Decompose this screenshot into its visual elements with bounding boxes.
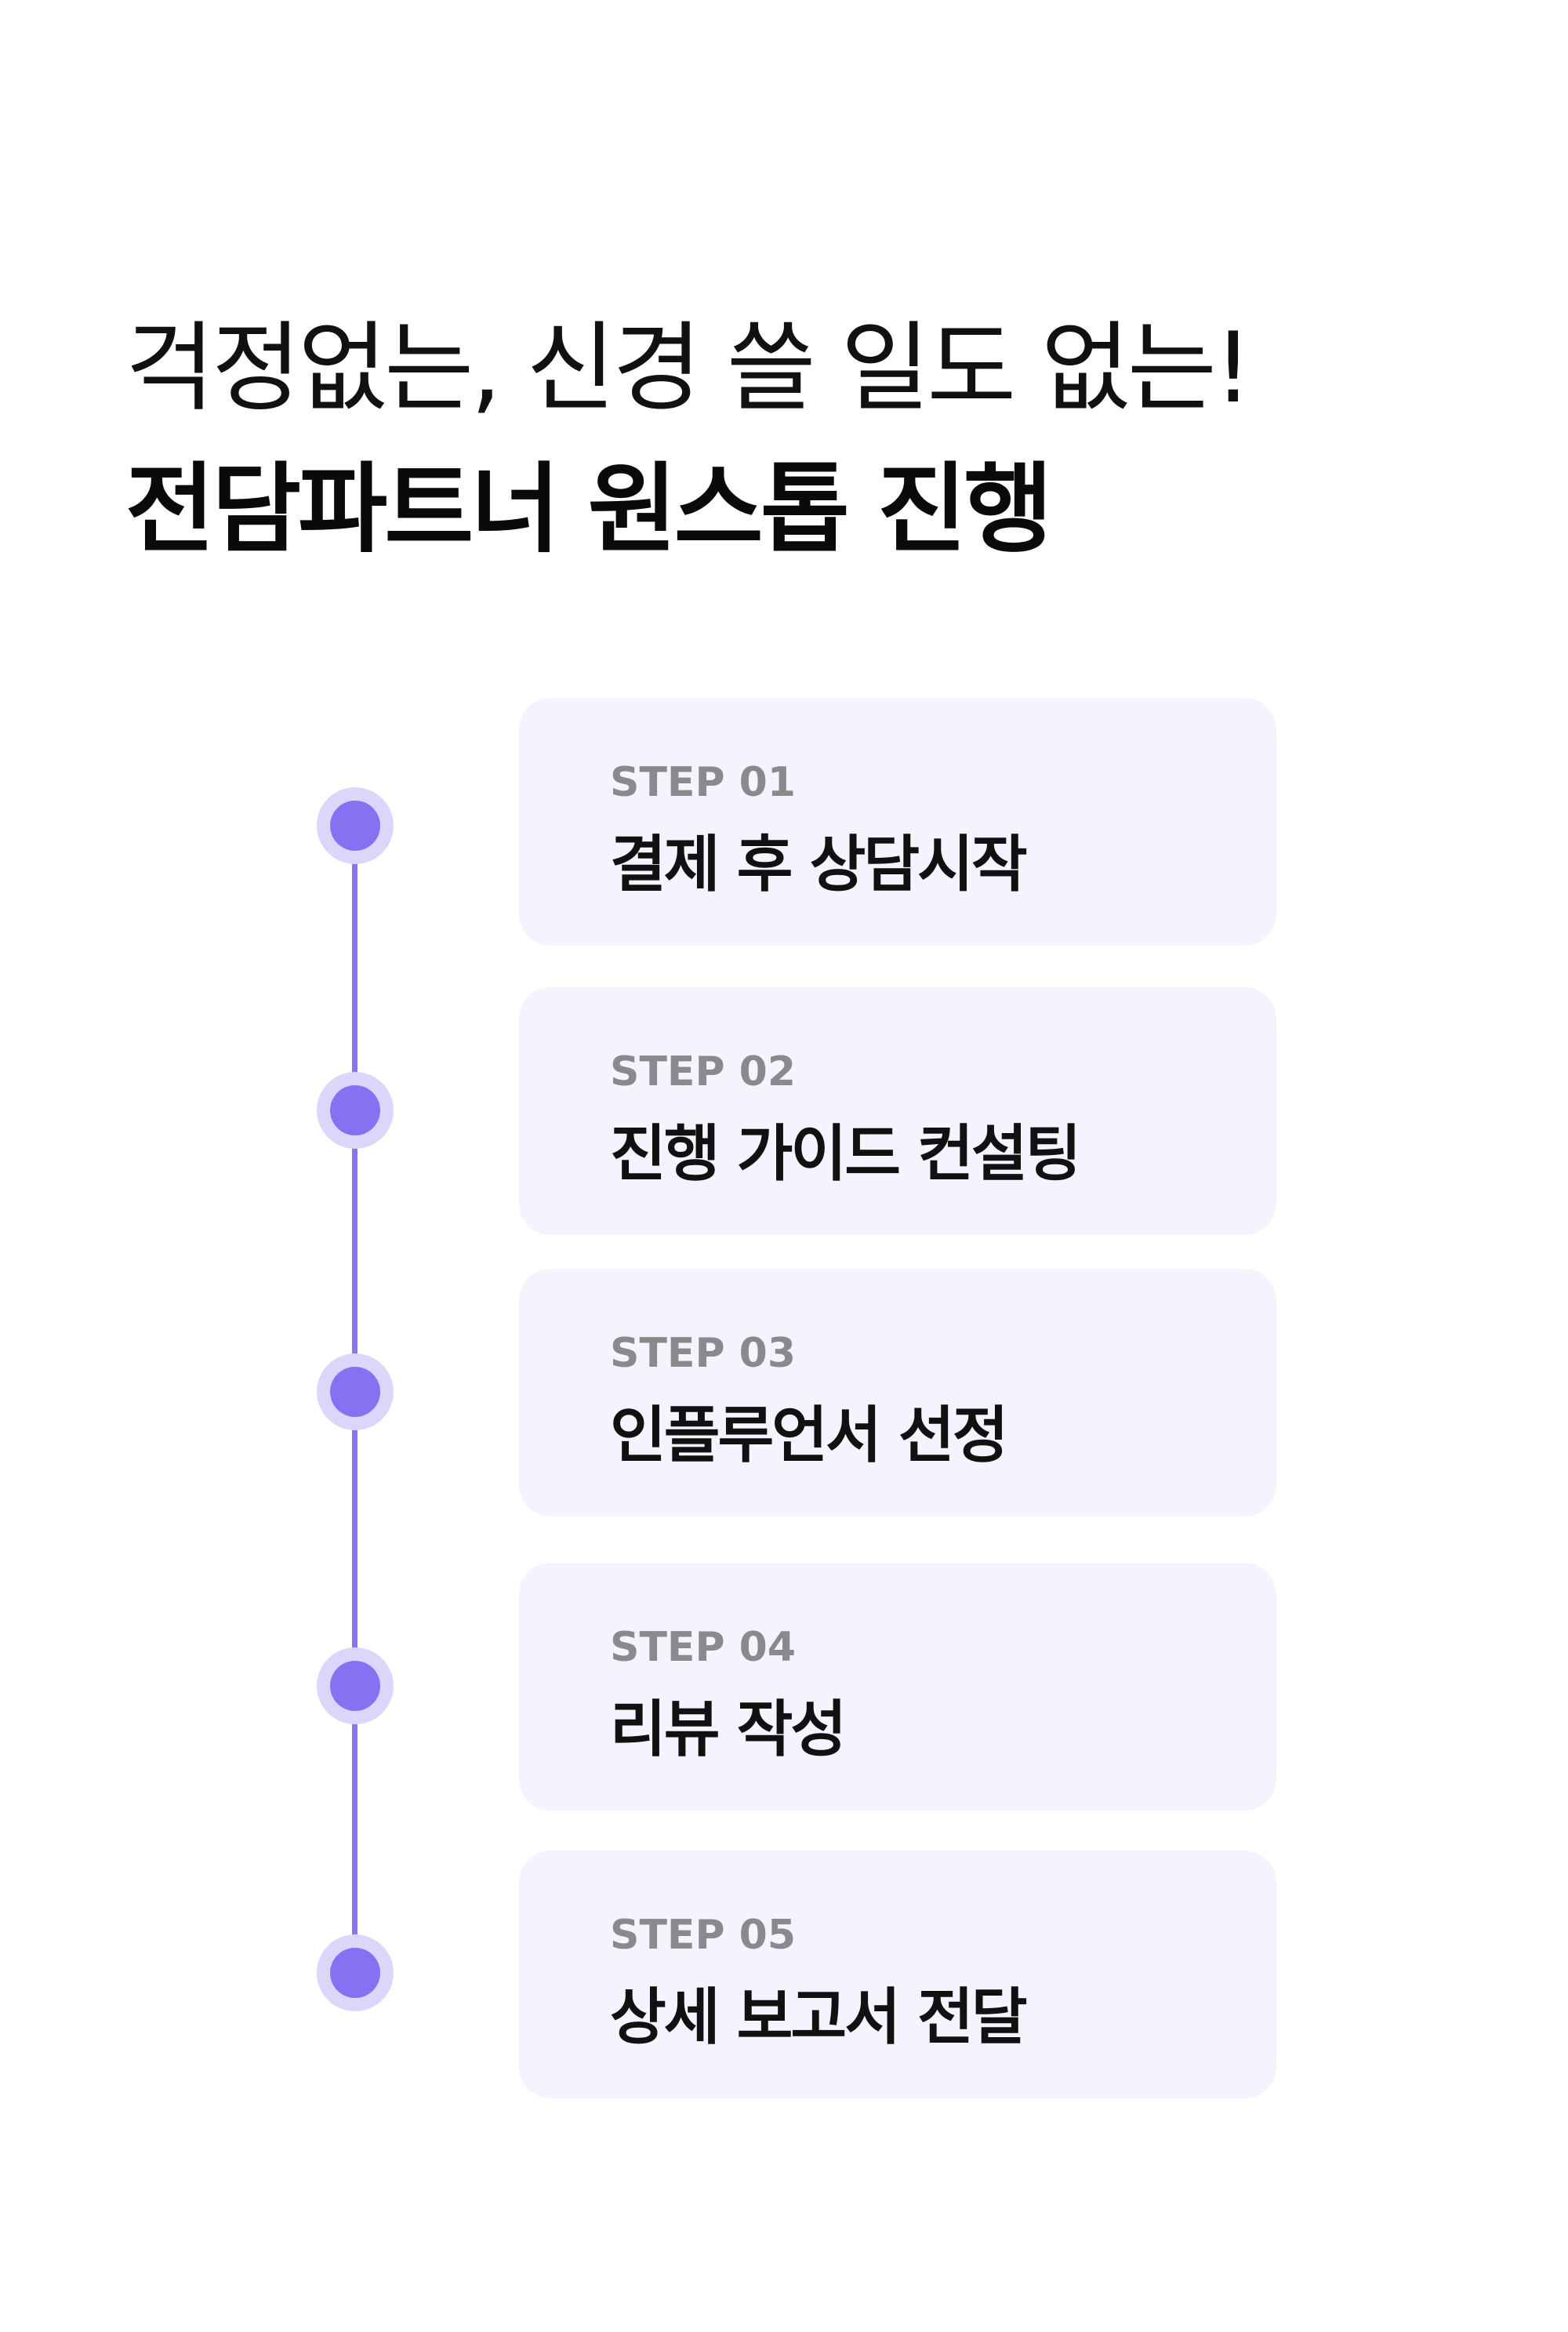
step-label: STEP 01 xyxy=(610,759,797,806)
step-title: 진행 가이드 컨설팅 xyxy=(610,1119,1081,1190)
timeline-dot-step-04 xyxy=(317,1647,394,1724)
step-card-05: STEP 05 상세 보고서 전달 xyxy=(519,1851,1276,2098)
step-title: 결제 후 상담시작 xyxy=(610,830,1028,900)
timeline-dot-step-01 xyxy=(317,787,394,864)
step-label: STEP 05 xyxy=(610,1912,797,1959)
step-label: STEP 04 xyxy=(610,1624,797,1671)
headline-subtitle: 걱정없는, 신경 쓸 일도 없는! xyxy=(125,312,1253,425)
headline-title: 전담파트너 원스톱 진행 xyxy=(125,453,1053,566)
step-title: 상세 보고서 전달 xyxy=(610,1982,1028,2053)
timeline-dot-step-03 xyxy=(317,1353,394,1430)
timeline-dot-step-05 xyxy=(317,1934,394,2011)
step-label: STEP 03 xyxy=(610,1330,797,1377)
step-label: STEP 02 xyxy=(610,1048,797,1095)
timeline-dot-step-02 xyxy=(317,1072,394,1149)
step-title: 인플루언서 선정 xyxy=(610,1400,1008,1471)
step-title: 리뷰 작성 xyxy=(610,1695,847,1765)
step-card-01: STEP 01 결제 후 상담시작 xyxy=(519,698,1276,946)
step-card-04: STEP 04 리뷰 작성 xyxy=(519,1563,1276,1811)
step-card-02: STEP 02 진행 가이드 컨설팅 xyxy=(519,987,1276,1235)
step-card-03: STEP 03 인플루언서 선정 xyxy=(519,1269,1276,1517)
headline: 걱정없는, 신경 쓸 일도 없는! 전담파트너 원스톱 진행 xyxy=(125,298,1458,580)
